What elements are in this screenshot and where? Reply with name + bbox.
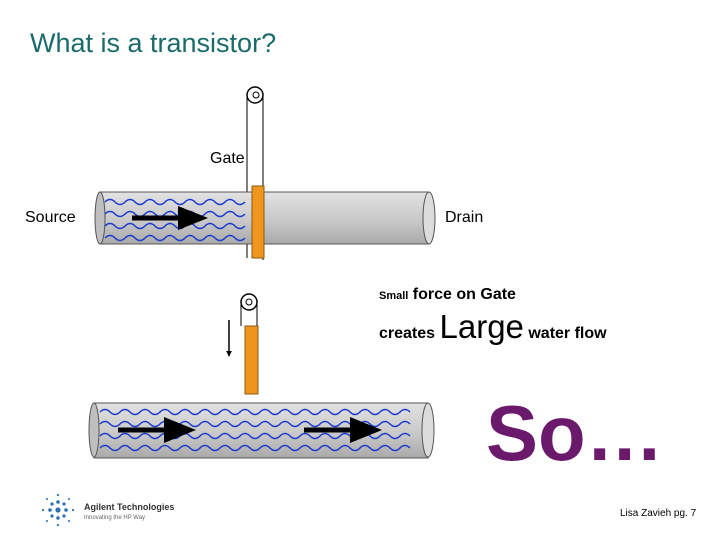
caption-large-word: Large	[439, 308, 524, 345]
caption-flow-text: water flow	[523, 325, 607, 342]
drain-label: Drain	[445, 209, 484, 226]
top-gate	[251, 185, 265, 259]
caption-line-2: creates Large water flow	[379, 308, 607, 346]
bottom-flow-arrow-2	[304, 417, 382, 443]
top-pipe-right	[262, 191, 436, 245]
caption-force-text: force on Gate	[408, 286, 516, 303]
caption-creates-text: creates	[379, 325, 440, 342]
bottom-gate	[244, 325, 259, 395]
source-label: Source	[25, 209, 76, 226]
logo-company-name: Agilent Technologies	[84, 502, 175, 512]
logo-tagline: Innovating the HP Way	[84, 515, 146, 521]
slide-title: What is a transistor?	[30, 28, 277, 58]
top-water-waves	[104, 198, 246, 242]
agilent-spark-logo	[41, 493, 75, 527]
caption-line-1: Small force on Gate	[379, 286, 516, 304]
bottom-flow-arrow-1	[118, 417, 196, 443]
top-flow-arrow	[132, 206, 208, 230]
author-credit: Lisa Zavieh pg. 7	[620, 508, 697, 519]
caption-small-word: Small	[379, 290, 409, 302]
conclusion-text: So…	[486, 389, 664, 477]
gate-label: Gate	[210, 150, 245, 167]
bottom-pulley	[240, 293, 258, 326]
